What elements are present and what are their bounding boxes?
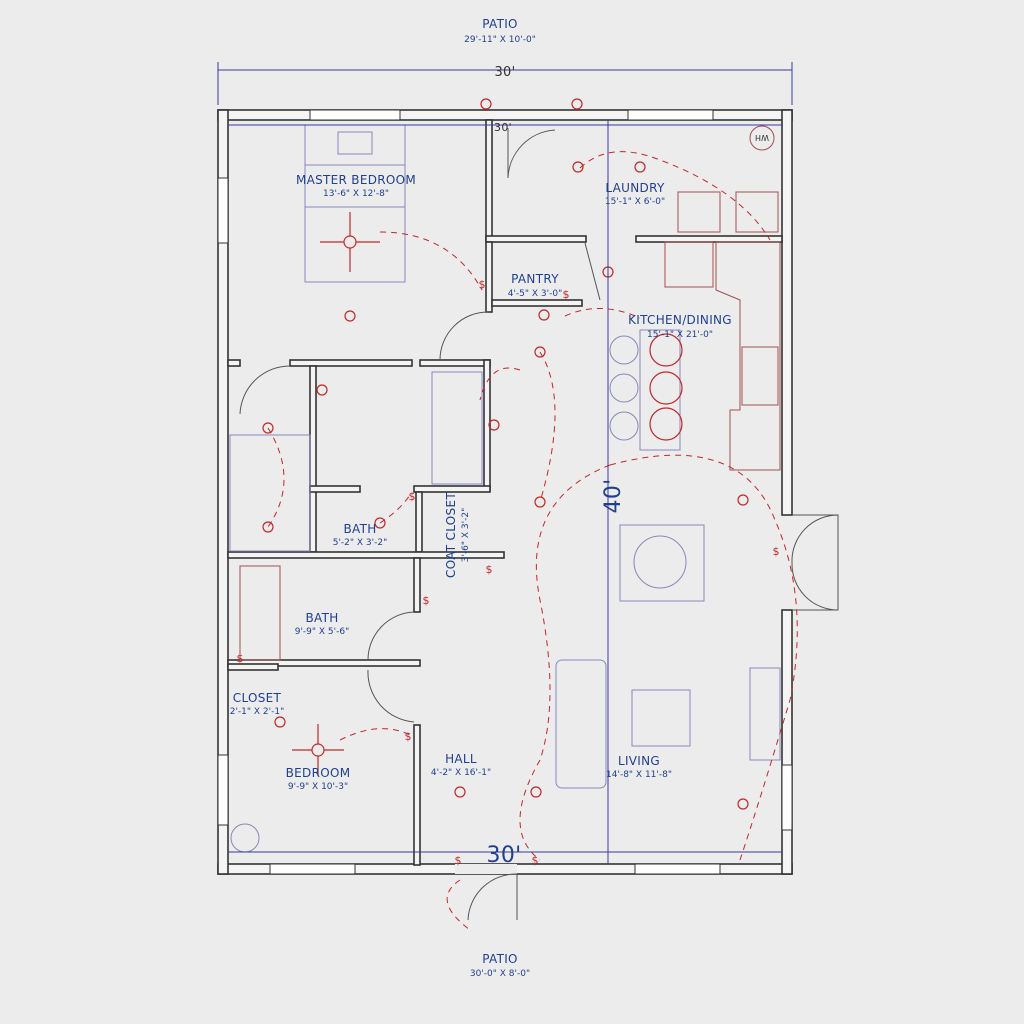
pantry-label: PANTRY — [511, 272, 559, 286]
patio-top-size: 29'-11" X 10'-0" — [464, 35, 536, 45]
water-heater-icon: WH — [749, 125, 775, 151]
switch-symbol: $ — [409, 490, 416, 503]
switch-symbol: $ — [479, 278, 486, 291]
ceiling-fan-icon — [320, 212, 380, 272]
hall-size: 4'-2" X 16'-1" — [431, 768, 491, 778]
switch-symbol: $ — [532, 854, 539, 867]
bath-label: BATH — [305, 611, 338, 625]
switch-symbol: $ — [423, 594, 430, 607]
switch-symbol: $ — [563, 288, 570, 301]
hall-label: HALL — [445, 752, 477, 766]
bottom-dimension-text: 30' — [487, 843, 522, 868]
top-dimension-text: 30' — [494, 65, 515, 80]
kitchen-dining-label: KITCHEN/DINING — [628, 313, 732, 327]
bath-small-size: 5'-2" X 3'-2" — [333, 538, 388, 548]
switch-symbol: $ — [773, 545, 780, 558]
living-label: LIVING — [618, 754, 660, 768]
master-bedroom-size: 13'-6" X 12'-8" — [323, 189, 389, 199]
patio-top-label: PATIO — [482, 17, 518, 31]
coat-closet-label: COAT CLOSET — [444, 492, 458, 578]
recessed-light-icons — [262, 98, 749, 810]
exterior-walls — [217, 109, 793, 875]
bedroom-size: 9'-9" X 10'-3" — [288, 782, 348, 792]
laundry-size: 15'-1" X 6'-0" — [605, 197, 665, 207]
ceiling-fan-icon — [292, 724, 344, 776]
bedroom-label: BEDROOM — [286, 766, 351, 780]
master-bedroom-label: MASTER BEDROOM — [296, 173, 416, 187]
coat-closet-size: 3'-6" X 3'-2" — [461, 508, 471, 563]
bath-size: 9'-9" X 5'-6" — [295, 627, 350, 637]
interior-walls — [227, 119, 783, 866]
living-size: 14'-8" X 11'-8" — [606, 770, 672, 780]
laundry-label: LAUNDRY — [605, 181, 665, 195]
top-dimension-line — [217, 62, 793, 105]
closet-size: 2'-1" X 2'-1" — [230, 707, 285, 717]
switch-symbol: $ — [455, 854, 462, 867]
switch-symbol: $ — [405, 730, 412, 743]
patio-bottom-label: PATIO — [482, 952, 518, 966]
patio-bottom-size: 30'-0" X 8'-0" — [470, 969, 530, 979]
switch-symbol: $ — [237, 652, 244, 665]
bath-small-label: BATH — [343, 522, 376, 536]
switch-symbol: $ — [486, 563, 493, 576]
closet-label: CLOSET — [233, 691, 282, 705]
kitchen-dining-size: 15'-1" X 21'-0" — [647, 330, 713, 340]
electrical-layout: $ $ $ $ $ $ $ $ $ $ — [237, 98, 798, 931]
interior-dimension-lines — [228, 120, 782, 864]
inner-top-dimension-text: 30' — [494, 121, 512, 134]
svg-text:WH: WH — [755, 133, 769, 142]
doors — [239, 128, 839, 921]
pantry-size: 4'-5" X 3'-0" — [508, 289, 563, 299]
vertical-dimension-text: 40' — [601, 479, 626, 514]
